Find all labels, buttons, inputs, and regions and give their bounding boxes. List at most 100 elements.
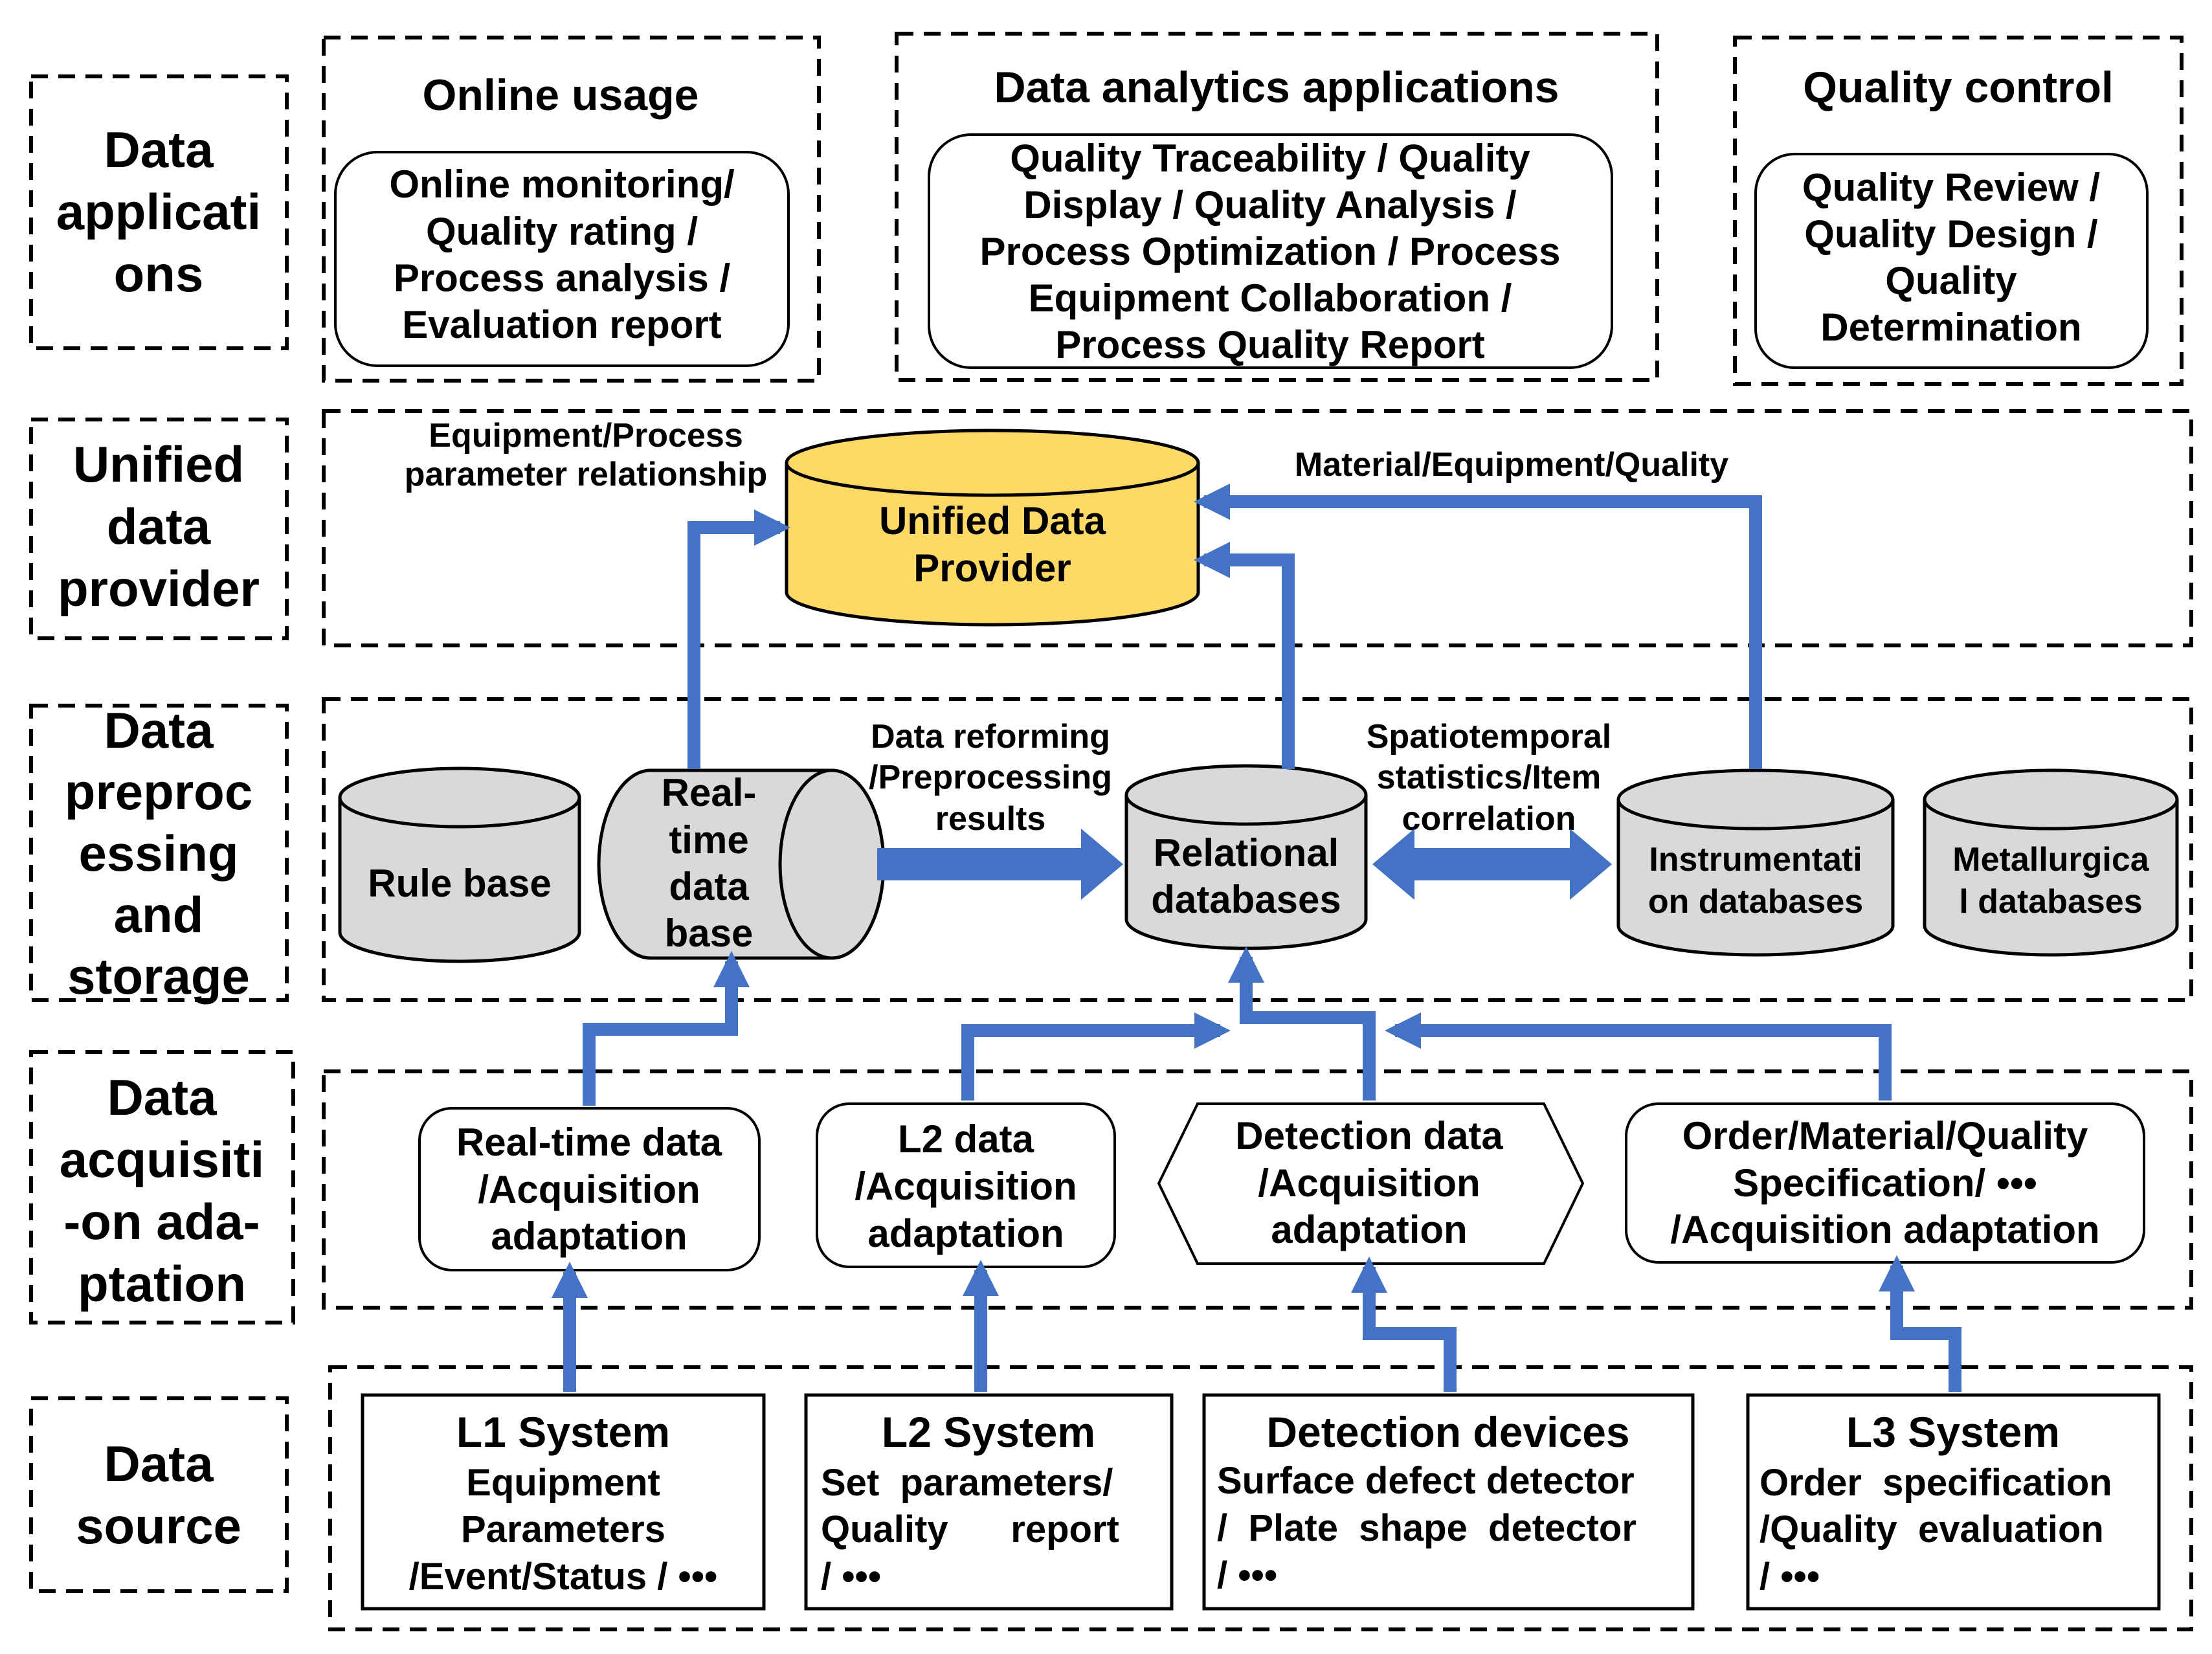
acq-line: Specification/ ••• bbox=[1733, 1161, 2037, 1205]
instrumentation-databases-db: Instrumentati on databases bbox=[1616, 768, 1895, 957]
source-l1-system: L1 System Equipment Parameters /Event/St… bbox=[361, 1393, 766, 1611]
db-label-line: Real- bbox=[662, 771, 757, 814]
db-label: Rule base bbox=[368, 862, 551, 905]
arrow-order-acq-to-relational bbox=[1385, 1012, 1892, 1101]
layer-label-line: preproc bbox=[65, 763, 252, 820]
flow-arrows bbox=[552, 484, 1961, 1392]
acq-realtime-data: Real-time data /Acquisition adaptation bbox=[418, 1107, 761, 1271]
db-label-line: time bbox=[669, 818, 748, 862]
edge-label-spatiotemporal: statistics/Item bbox=[1377, 759, 1602, 796]
provider-layer-frame bbox=[322, 409, 2193, 647]
app-line: Process Quality Report bbox=[1055, 323, 1485, 366]
app-line: Display / Quality Analysis / bbox=[1023, 183, 1517, 227]
arrow-l2-acq-to-relational bbox=[961, 1012, 1231, 1101]
source-line: Parameters bbox=[461, 1508, 665, 1550]
edge-label-equipment-process: Equipment/Process bbox=[429, 417, 743, 454]
acq-line: Order/Material/Quality bbox=[1682, 1114, 2088, 1157]
layer-label-line: ons bbox=[114, 245, 204, 302]
layer-label-line: essing bbox=[78, 825, 238, 882]
layer-label-line: Data bbox=[107, 1069, 217, 1126]
storage-layer-frame bbox=[322, 697, 2193, 1002]
arrow-detection-to-detection-acq bbox=[1351, 1257, 1457, 1392]
source-title: L2 System bbox=[882, 1408, 1095, 1456]
source-line: / ••• bbox=[1217, 1554, 1277, 1596]
db-label-line: Provider bbox=[913, 546, 1071, 590]
edge-label-spatiotemporal: Spatiotemporal bbox=[1367, 718, 1612, 755]
layer-label-line: storage bbox=[67, 948, 250, 1005]
source-layer-frame bbox=[328, 1365, 2193, 1631]
source-line: Set parameters/ bbox=[821, 1462, 1113, 1504]
arrow-realtime-db-to-relational bbox=[877, 829, 1123, 900]
layer-label-storage: Data preproc essing and storage bbox=[29, 702, 289, 1005]
db-label-line: databases bbox=[1151, 878, 1341, 921]
layer-label-line: and bbox=[114, 886, 204, 943]
acq-order-material-quality: Order/Material/Quality Specification/ ••… bbox=[1625, 1102, 2145, 1264]
edge-label-spatiotemporal: correlation bbox=[1402, 800, 1576, 838]
acq-line: adaptation bbox=[491, 1214, 687, 1258]
arrow-instrumentation-to-provider bbox=[1194, 484, 1762, 769]
acq-line: Real-time data bbox=[456, 1121, 722, 1164]
layer-label-line: source bbox=[76, 1497, 241, 1554]
source-line: / ••• bbox=[1760, 1556, 1820, 1598]
db-label-line: on databases bbox=[1648, 883, 1863, 921]
source-line: / ••• bbox=[821, 1556, 881, 1598]
edge-label-reforming: Data reforming bbox=[871, 718, 1110, 755]
layer-label-line: acquisiti bbox=[60, 1131, 264, 1188]
source-line: Order specification bbox=[1760, 1462, 2112, 1504]
source-line: Equipment bbox=[466, 1462, 660, 1504]
acquisition-layer-frame bbox=[322, 1069, 2193, 1310]
arrow-realtime-acq-to-realtime-db bbox=[583, 951, 750, 1106]
app-line: Online monitoring/ bbox=[389, 162, 735, 206]
app-online-usage: Online usage Online monitoring/ Quality … bbox=[322, 36, 821, 383]
layer-label-source: Data source bbox=[29, 1396, 289, 1593]
app-title: Online usage bbox=[423, 71, 699, 120]
layer-label-line: Unified bbox=[73, 436, 244, 493]
source-l3-system: L3 System Order specification /Quality e… bbox=[1746, 1393, 2161, 1611]
source-line: /Event/Status / ••• bbox=[409, 1556, 718, 1598]
layer-label-line: -on ada- bbox=[63, 1193, 260, 1250]
layer-label-line: Data bbox=[104, 121, 214, 178]
layer-label-line: Data bbox=[104, 1435, 214, 1492]
acq-detection-data: Detection data /Acquisition adaptation bbox=[1157, 1102, 1585, 1265]
source-line: Quality report bbox=[821, 1508, 1119, 1550]
source-line: Surface defect detector bbox=[1217, 1460, 1635, 1502]
acq-line: /Acquisition bbox=[478, 1168, 700, 1211]
edge-label-reforming: /Preprocessing bbox=[869, 759, 1112, 796]
app-line: Determination bbox=[1820, 306, 2081, 349]
acq-line: /Acquisition bbox=[1258, 1161, 1480, 1205]
source-title: L3 System bbox=[1846, 1408, 2060, 1456]
edge-label-reforming: results bbox=[935, 800, 1046, 838]
arrow-l3-to-order-acq bbox=[1879, 1255, 1961, 1392]
source-title: Detection devices bbox=[1266, 1408, 1629, 1456]
source-line: / Plate shape detector bbox=[1217, 1507, 1637, 1549]
acq-line: /Acquisition bbox=[855, 1165, 1077, 1208]
layer-label-line: ptation bbox=[78, 1255, 246, 1312]
acq-l2-data: L2 data /Acquisition adaptation bbox=[816, 1102, 1116, 1268]
acq-line: adaptation bbox=[867, 1212, 1064, 1255]
layer-label-line: data bbox=[107, 498, 211, 555]
source-detection-devices: Detection devices Surface defect detecto… bbox=[1202, 1393, 1695, 1611]
rule-base-db: Rule base bbox=[338, 766, 581, 963]
app-line: Quality Traceability / Quality bbox=[1010, 137, 1530, 180]
source-l2-system: L2 System Set parameters/ Quality report… bbox=[804, 1393, 1174, 1611]
arrow-detection-acq-to-relational bbox=[1228, 946, 1376, 1101]
app-line: Quality bbox=[1885, 259, 2017, 302]
acq-line: L2 data bbox=[898, 1117, 1034, 1161]
realtime-database: Real- time data base bbox=[597, 768, 886, 960]
acq-line: /Acquisition adaptation bbox=[1670, 1208, 2099, 1251]
app-line: Quality Design / bbox=[1804, 212, 2098, 256]
source-title: L1 System bbox=[456, 1408, 670, 1456]
acq-line: adaptation bbox=[1271, 1208, 1467, 1251]
app-line: Equipment Collaboration / bbox=[1029, 276, 1512, 320]
app-quality-control: Quality control Quality Review / Quality… bbox=[1733, 36, 2184, 386]
unified-data-provider-db: Unified Data Provider bbox=[785, 429, 1200, 627]
layer-label-line: Data bbox=[104, 702, 214, 759]
arrow-realtime-db-to-provider bbox=[687, 509, 790, 769]
db-label-line: Metallurgica bbox=[1952, 841, 2149, 878]
acq-line: Detection data bbox=[1235, 1114, 1503, 1157]
app-line: Process analysis / bbox=[394, 256, 731, 300]
db-label-line: data bbox=[669, 865, 749, 908]
layer-label-applications: Data applicati ons bbox=[29, 74, 289, 350]
app-title: Data analytics applications bbox=[994, 63, 1559, 112]
